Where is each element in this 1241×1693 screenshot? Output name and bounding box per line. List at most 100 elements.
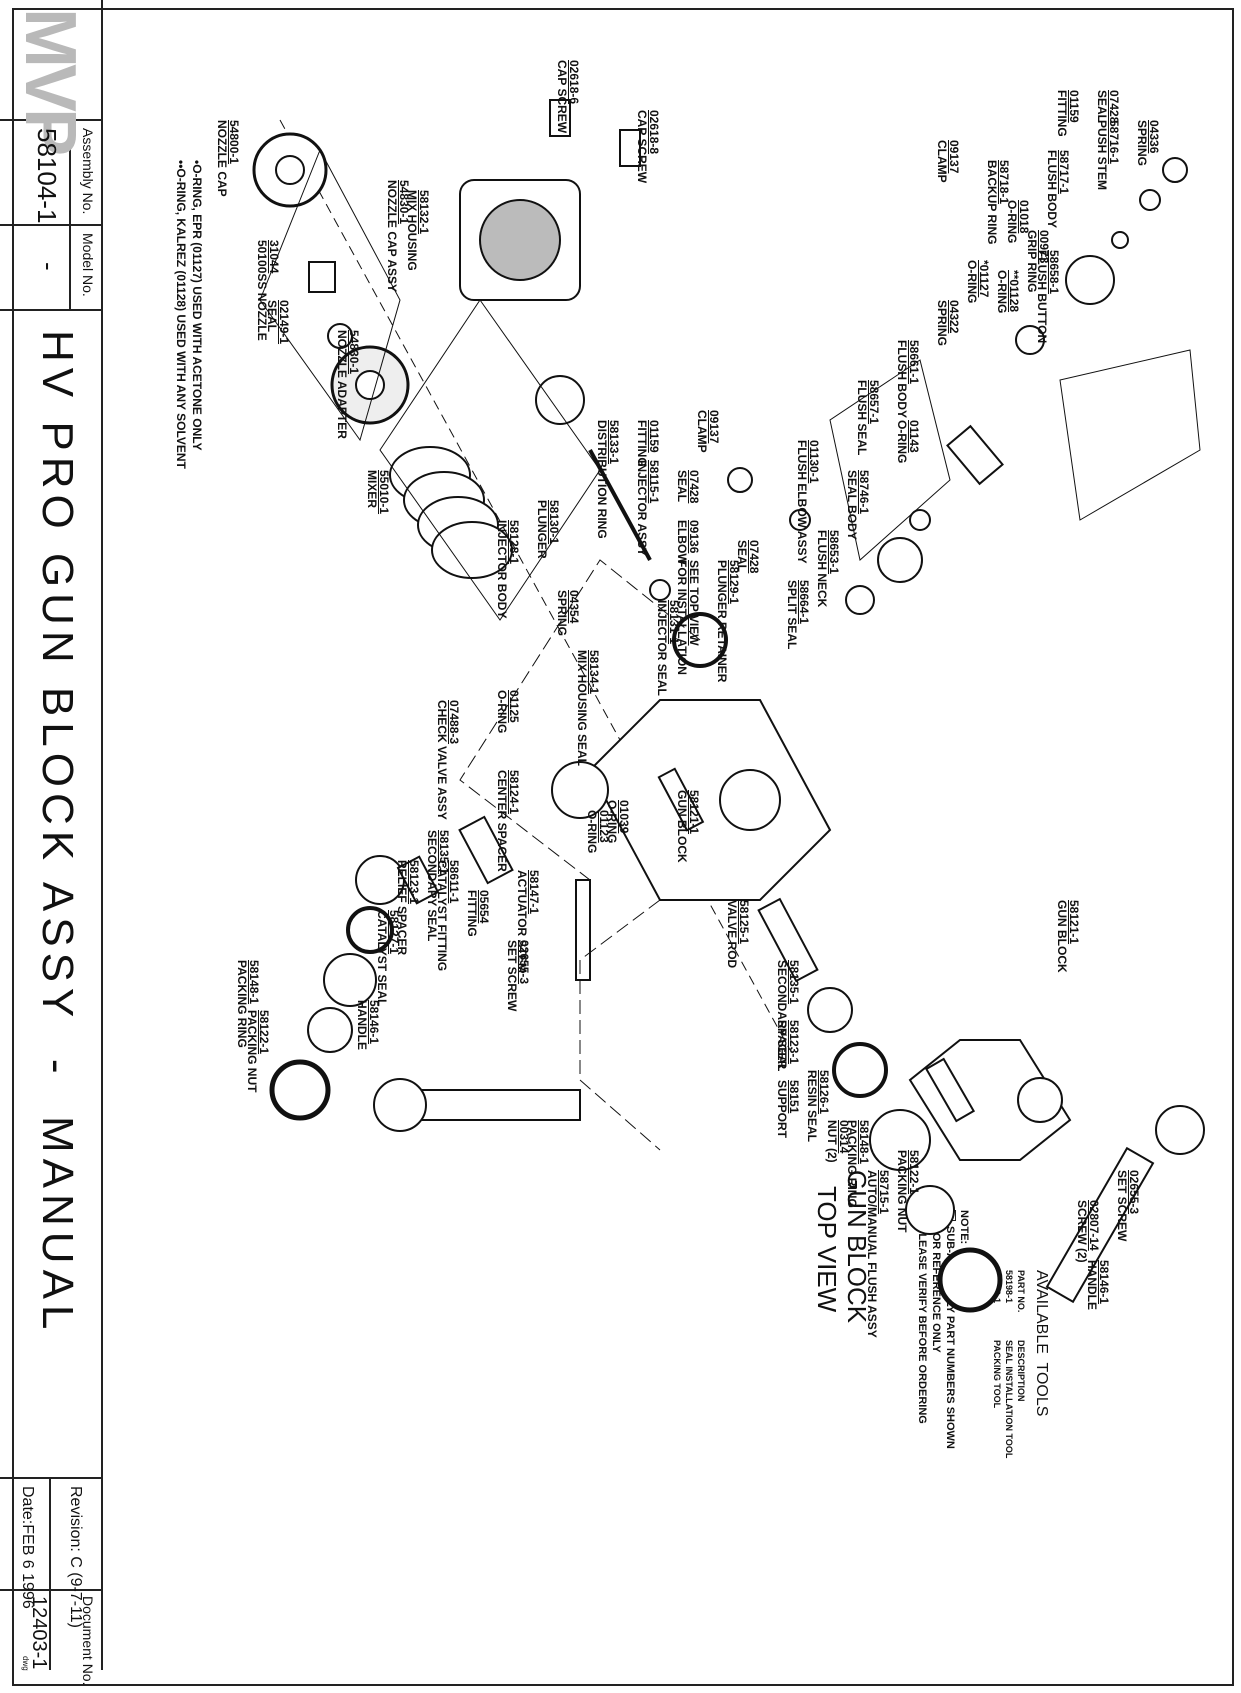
callout-description: INJECTOR SEAL [655,600,669,696]
callout-description: SEAL BODY [845,470,859,540]
callout-part-number: 01143 [907,420,921,453]
callout-part-number: SEE TOP VIEW [687,560,701,646]
drawing-border [12,8,1234,1686]
callout-part-number: 01159 [647,420,661,453]
top-view-bore [1017,1077,1063,1123]
callout-description: SPLIT SEAL [785,580,799,650]
callout-description: HANDLE [1085,1260,1099,1310]
seal-07428-flush [1139,189,1161,211]
callout-part-number: 58123-1 [787,1020,801,1065]
callout-part-number: 58717-1 [1057,150,1071,195]
callout-description: MIXER [365,470,379,509]
cap-screw-2 [549,99,571,137]
flush-neck [909,509,931,531]
callout-description: AUTO/MANUAL FLUSH ASSY [865,1170,879,1338]
callout-part-number: 58716-1 [1107,120,1121,165]
callout-part-number: 54830-1 [347,330,361,375]
callout-description: PUSH STEM [1095,120,1109,191]
callout-description: NOZZLE CAP ASSY [385,180,399,293]
callout-part-number: 58146-1 [367,1000,381,1045]
top-view-handle [1045,1146,1155,1304]
callout-part-number: **01128 [1007,270,1021,313]
resin-seal [869,1109,931,1171]
callout-part-number: 58128-1 [507,520,521,565]
push-stem [1111,231,1129,249]
callout-part-number: 58133-1 [607,420,621,465]
callout-description: CAP SCREW [555,60,569,134]
callout-part-number: 01125 [507,690,521,723]
callout-part-number: 02807-14 [1087,1200,1101,1251]
callout-description: CLAMP [695,410,709,453]
seal-body [877,537,923,583]
callout-description: FLUSH BUTTON [1035,250,1049,344]
top-view-handle-knob [1155,1105,1205,1155]
catalyst-seal [323,953,377,1007]
nozzle-adapter-hole [355,370,385,400]
callout-part-number: 02655-3 [1127,1170,1141,1215]
callout-description: CHECK VALVE ASSY [435,700,449,820]
center-spacer [551,761,609,819]
callout-part-number: 01039 [617,800,631,834]
callout-part-number: 02655-3 [517,940,531,985]
callout-description: PLUNGER RETAINER [715,560,729,683]
callout-part-number: 09137 [707,410,721,444]
callout-part-number: 58127-1 [387,910,401,955]
callout-description: FLUSH SEAL [855,380,869,456]
callout-description: NOZZLE ADAPTER [335,330,349,439]
secondary-seal-right [807,987,853,1033]
callout-description: SEAL [675,470,689,503]
callout-description: HANDLE [355,1000,369,1050]
callout-part-number: 58122-1 [257,1010,271,1055]
handle-lower [419,1089,581,1121]
mix-housing-bore [479,199,561,281]
callout-description: CENTER SPACER [495,770,509,872]
callout-description: FLUSH BODY [895,340,909,418]
callout-description: FOR INSTALLATION [675,560,689,675]
callout-part-number: 58146-1 [1097,1260,1111,1305]
flush-body-58717 [1065,255,1115,305]
callout-description: PACKING NUT [245,1010,259,1093]
callout-part-number: 58132-1 [417,190,431,235]
gun-block-bore [719,769,781,831]
nozzle-cap-assy-boundary [259,148,401,442]
flush-body [946,424,1004,486]
callout-part-number: 58661-1 [907,340,921,385]
callout-part-number: *01127 [977,260,991,298]
callout-description: SCREW (2) [1075,1200,1089,1263]
flush-elbow-boundary [829,359,951,561]
callout-part-number: 58746-1 [857,470,871,515]
callout-description: INJECTOR ASSY [635,460,649,557]
